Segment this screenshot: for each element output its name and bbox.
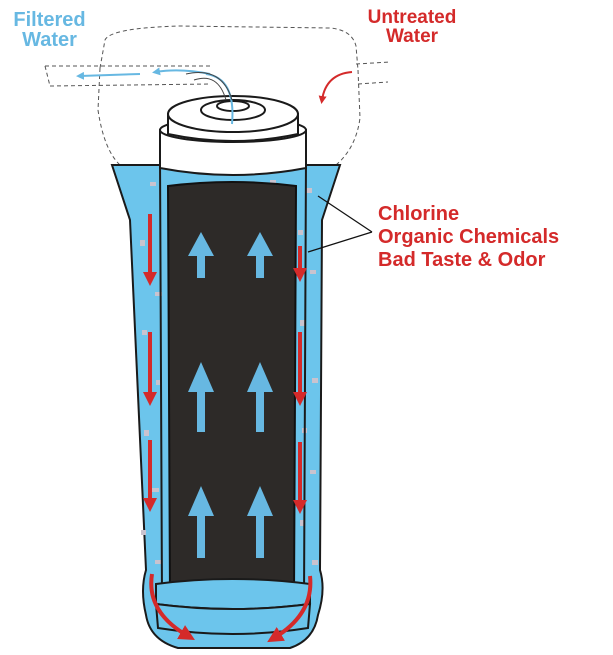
contaminant-chlorine: Chlorine xyxy=(378,203,460,225)
contaminants-label: Chlorine Organic Chemicals Bad Taste & O… xyxy=(378,204,559,273)
filtered-water-label: Filtered Water xyxy=(2,10,97,50)
outlet-thin-lines xyxy=(185,72,233,101)
outlet-arrow-icon xyxy=(76,71,141,80)
untreated-water-line2: Water xyxy=(385,26,439,47)
blue-up-arrow-icon xyxy=(247,362,273,432)
red-curved-arrow-icon xyxy=(267,575,313,643)
housing-head-outline xyxy=(44,25,391,166)
red-down-arrow-icon xyxy=(293,442,307,514)
filtered-water-line2: Water xyxy=(22,29,77,51)
blue-up-arrow-icon xyxy=(188,486,214,558)
inlet-arrow-icon xyxy=(318,71,353,104)
bottom-end-cap xyxy=(154,578,312,635)
red-down-arrow-icon xyxy=(143,440,157,512)
red-down-arrow-icon xyxy=(143,332,157,406)
blue-up-arrow-icon xyxy=(188,362,214,432)
red-down-arrow-icon xyxy=(293,332,307,406)
carbon-block xyxy=(166,181,298,601)
callout-lines xyxy=(307,195,373,253)
outflow-arrows xyxy=(188,232,273,558)
contaminant-taste-odor: Bad Taste & Odor xyxy=(378,249,546,271)
red-down-arrow-icon xyxy=(143,214,157,286)
untreated-water-label: Untreated Water xyxy=(352,8,472,46)
untreated-water-line1: Untreated xyxy=(367,7,457,28)
filtered-water-line1: Filtered xyxy=(13,9,86,31)
inflow-arrows-left xyxy=(143,214,157,512)
blue-up-arrow-icon xyxy=(247,232,273,278)
inflow-arrows-right xyxy=(293,246,307,514)
red-down-arrow-icon xyxy=(293,246,307,282)
bottom-flow-arrows xyxy=(149,573,313,643)
contaminant-organic-chemicals: Organic Chemicals xyxy=(378,226,560,248)
blue-up-arrow-icon xyxy=(247,486,273,558)
red-curved-arrow-icon xyxy=(149,573,195,640)
blue-up-arrow-icon xyxy=(188,232,214,278)
